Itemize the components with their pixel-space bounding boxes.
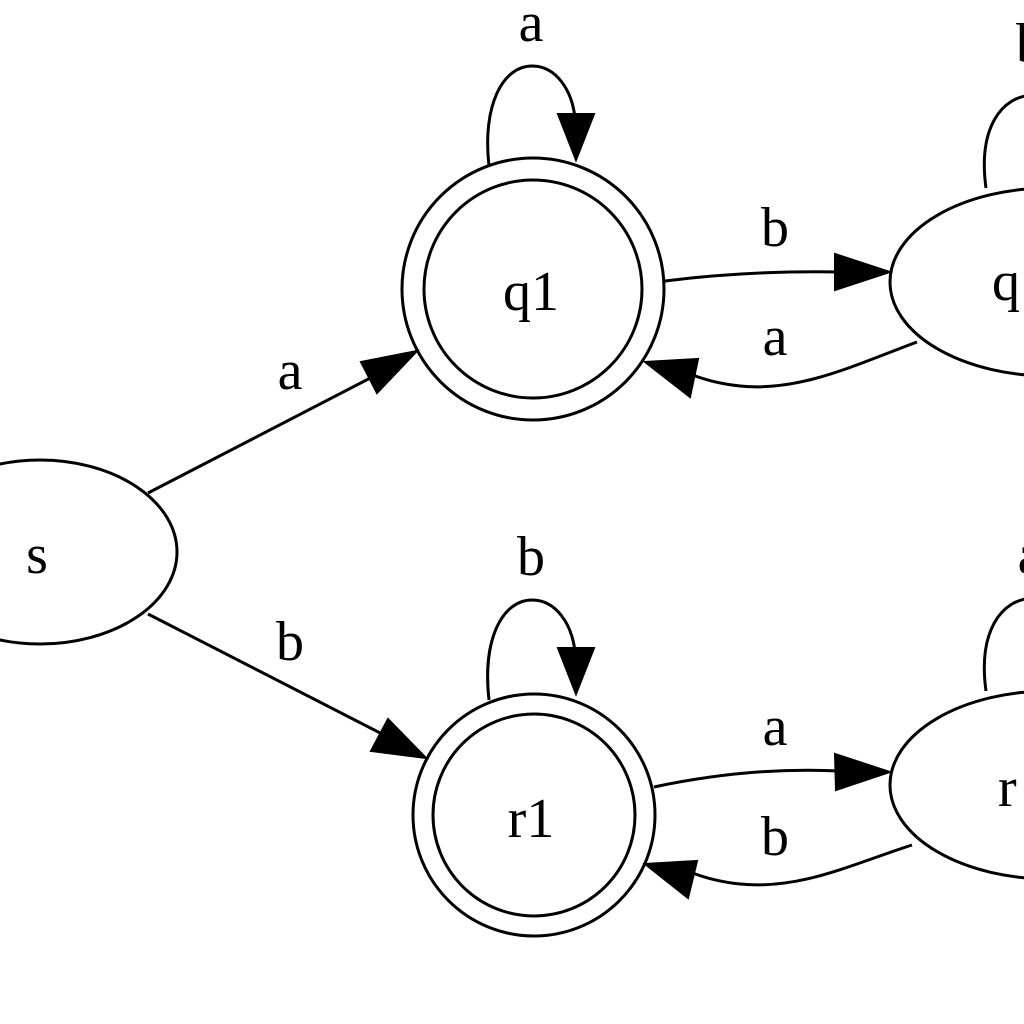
edge-r1-to-r2-arrowhead <box>833 752 894 792</box>
node-q1-label: q1 <box>503 261 559 323</box>
edge-q2-loop-label: b <box>1016 13 1024 75</box>
edge-s-to-r1: b <box>147 611 429 760</box>
node-s-label: s <box>26 524 48 586</box>
node-q2-label: q <box>992 251 1020 313</box>
edge-s-to-r1-label: b <box>276 611 304 673</box>
node-q2: q <box>888 187 1024 377</box>
edge-r2-loop-label: a <box>1018 524 1024 586</box>
edge-q2-loop: b <box>982 13 1024 189</box>
edge-r1-to-r2-label: a <box>763 696 788 758</box>
edge-r2-loop-line <box>982 597 1024 692</box>
node-s: s <box>0 458 179 646</box>
edge-r2-to-r1: b <box>642 806 913 900</box>
edge-r1-loop-label: b <box>517 526 545 588</box>
node-r1: r1 <box>411 692 657 938</box>
edge-q1-to-q2-line <box>664 270 841 283</box>
edge-q1-to-q2-arrowhead <box>834 252 894 292</box>
edge-r1-to-r2: a <box>653 696 894 792</box>
edge-q1-loop: a <box>486 0 596 167</box>
edge-r1-loop-line <box>486 598 577 701</box>
node-s-shape <box>0 458 179 646</box>
edge-s-to-q1-line <box>147 372 379 495</box>
edge-r1-loop: b <box>486 526 596 701</box>
node-r2-shape <box>888 690 1024 880</box>
edge-r2-to-r1-arrowhead <box>642 859 699 900</box>
edge-s-to-q1-arrowhead <box>359 349 420 395</box>
edge-q2-to-q1: a <box>642 306 918 399</box>
edge-q1-loop-line <box>486 64 577 167</box>
edge-s-to-r1-arrowhead <box>369 717 429 760</box>
edge-q1-to-q2: b <box>664 197 894 292</box>
edge-q2-loop-line <box>982 94 1024 189</box>
edge-s-to-q1: a <box>147 340 420 495</box>
node-q1-inner-ring <box>422 178 644 400</box>
edge-q1-to-q2-label: b <box>761 197 789 259</box>
node-r2-label: r <box>998 757 1017 819</box>
node-r1-inner-ring <box>431 712 637 918</box>
edge-r2-loop: a <box>982 524 1024 692</box>
node-q1: q1 <box>400 156 666 422</box>
edge-r1-loop-arrowhead <box>556 647 596 697</box>
node-q2-shape <box>888 187 1024 377</box>
edge-q1-loop-label: a <box>519 0 544 54</box>
node-r2: r <box>888 690 1024 880</box>
edge-s-to-q1-label: a <box>278 340 303 402</box>
node-r1-label: r1 <box>508 788 555 850</box>
edge-r2-to-r1-label: b <box>761 806 789 868</box>
edge-r1-to-r2-line <box>653 768 841 789</box>
edge-r2-to-r1-line <box>689 843 913 887</box>
edge-q2-to-q1-line <box>689 340 918 389</box>
edge-q2-to-q1-label: a <box>763 306 788 368</box>
edge-s-to-r1-line <box>147 612 389 739</box>
edge-q1-loop-arrowhead <box>556 113 596 163</box>
edge-q2-to-q1-arrowhead <box>642 357 700 399</box>
